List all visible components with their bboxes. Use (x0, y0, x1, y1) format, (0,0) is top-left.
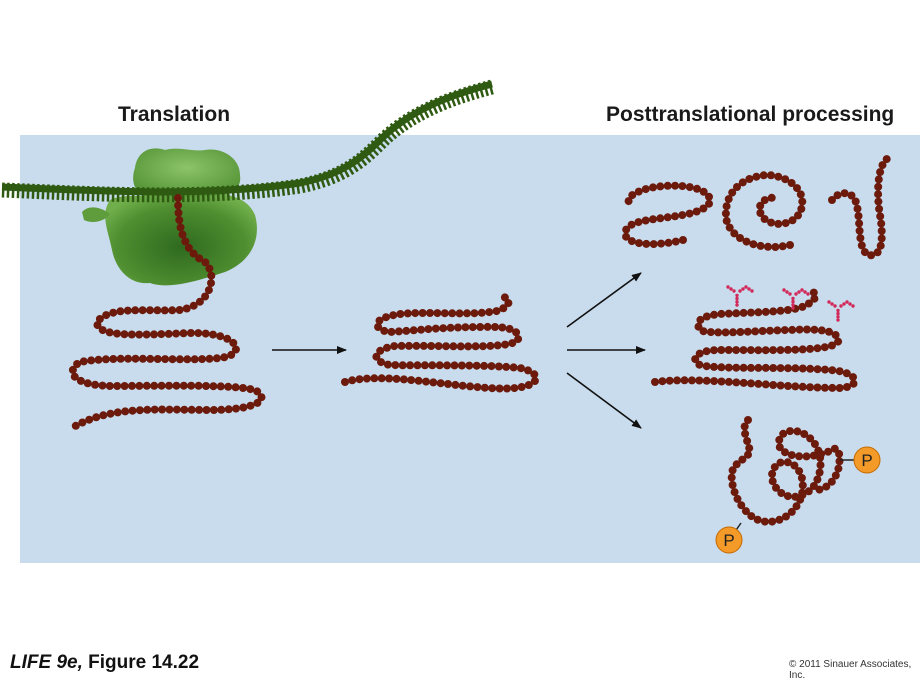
polypeptide-translating-chain (68, 194, 266, 430)
arrow-to-proteolysis (566, 272, 642, 328)
arrow-to-phosphorylation (566, 372, 642, 429)
phosphate-group-right: P (840, 446, 881, 474)
phosphorylated-protein-chain (727, 416, 844, 526)
sugar-chain-1 (726, 285, 754, 307)
mrna-strand (1, 79, 494, 203)
copyright-notice: © 2011 Sinauer Associates, Inc. (789, 659, 912, 681)
polypeptide-folded-chain (341, 293, 539, 393)
glycosylated-protein-chain (651, 288, 858, 392)
cleaved-fragment-1-chain (622, 181, 713, 249)
sugar-chain-2 (782, 288, 810, 310)
sugar-chain-3 (827, 300, 855, 322)
sugar-chains (726, 285, 855, 322)
ribosome (82, 148, 257, 286)
cleaved-fragment-2-chain (721, 171, 807, 251)
ribosome-small-subunit (133, 148, 241, 198)
phosphate-group-left: P (715, 522, 743, 554)
translation-heading: Translation (118, 103, 231, 126)
phosphate-label-left: P (723, 531, 734, 550)
posttranslational-heading: Posttranslational processing (606, 103, 895, 126)
phosphate-label-right: P (861, 451, 872, 470)
figure-caption: LIFE 9e, Figure 14.22 (10, 652, 199, 674)
caption-book: LIFE 9e, (10, 652, 83, 673)
cleaved-fragment-3-chain (828, 155, 891, 260)
caption-figure: Figure 14.22 (88, 652, 200, 673)
